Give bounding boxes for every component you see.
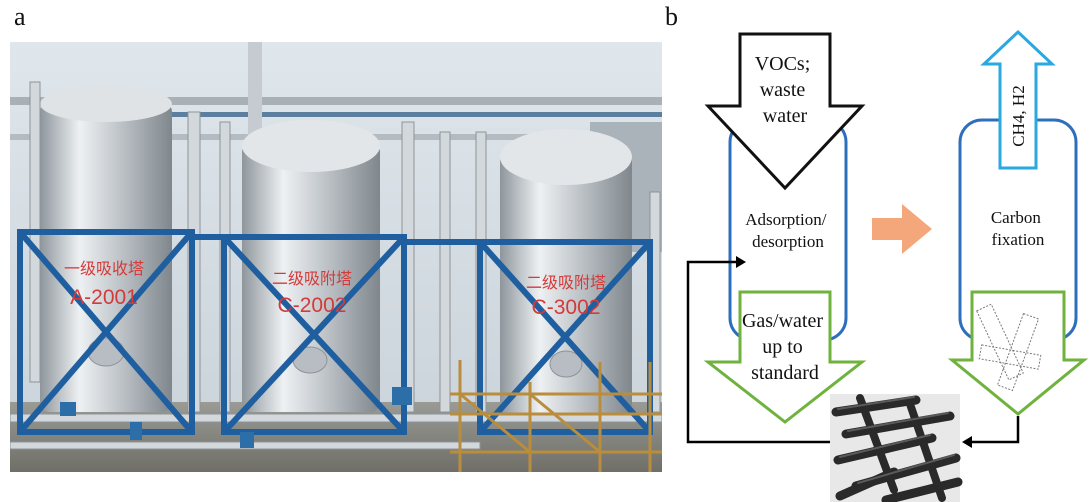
carbon-output-arrow: [947, 290, 1089, 416]
transfer-arrow: [872, 204, 932, 254]
input-label-line-2: waste: [760, 79, 806, 101]
svg-text:VOCs; waste water: VOCs; waste water: [755, 53, 816, 127]
panel-a-label: a: [14, 2, 26, 31]
tank-c3002: [500, 129, 632, 414]
svg-text:Gas/water up to standa: Gas/water up to standard: [742, 310, 828, 384]
tank-a-id-label: A-2001: [70, 286, 138, 309]
svg-text:Adsorption/ desorption: Adsorption/ desorption: [745, 210, 830, 251]
panel-b-label: b: [665, 2, 678, 31]
output-label-line-2: up to: [762, 336, 803, 358]
tank-c2002-cn-label: 二级吸附塔: [272, 269, 352, 288]
product-label: CH4, H2: [1009, 85, 1028, 146]
input-arrow: [704, 32, 866, 191]
tank-c2002: [242, 120, 380, 412]
adsorption-label-line-1: Adsorption/: [745, 210, 827, 229]
recycle-arrowhead-left: [736, 256, 746, 268]
product-arrow: [980, 29, 1056, 170]
tank-c2002-id-label: C-2002: [278, 294, 347, 317]
carbon-fixation-label-line-1: Carbon: [991, 208, 1042, 227]
carbon-fixation-label-line-2: fixation: [992, 230, 1045, 249]
output-label-line-3: standard: [751, 362, 819, 384]
input-label-line-1: VOCs;: [755, 53, 811, 75]
recycle-arrowhead-right: [962, 436, 972, 448]
tank-c3002-cn-label: 二级吸附塔: [526, 273, 606, 292]
svg-text:Carbon fixation: Carbon fixation: [991, 208, 1045, 249]
tank-a-cn-label: 一级吸收塔: [64, 259, 144, 278]
adsorption-label-line-2: desorption: [752, 232, 824, 251]
industrial-adsorption-towers-photo: 一级吸收塔 A-2001 二级吸附塔 C-2002 二级吸附塔 C-3002: [10, 42, 662, 472]
input-label-line-3: water: [763, 105, 808, 127]
process-diagram: VOCs; waste water Adsorption/ desorption…: [686, 29, 1089, 502]
nanotube-structure-icon: [976, 303, 1042, 392]
carbon-nanotube-product-image: [830, 394, 963, 502]
tank-c3002-id-label: C-3002: [532, 296, 601, 319]
output-label-line-1: Gas/water: [742, 310, 823, 332]
output-arrow: [703, 290, 867, 424]
recycle-return-line: [686, 260, 830, 444]
tank-a: [40, 86, 172, 412]
recycle-loop-line: [970, 416, 1020, 444]
